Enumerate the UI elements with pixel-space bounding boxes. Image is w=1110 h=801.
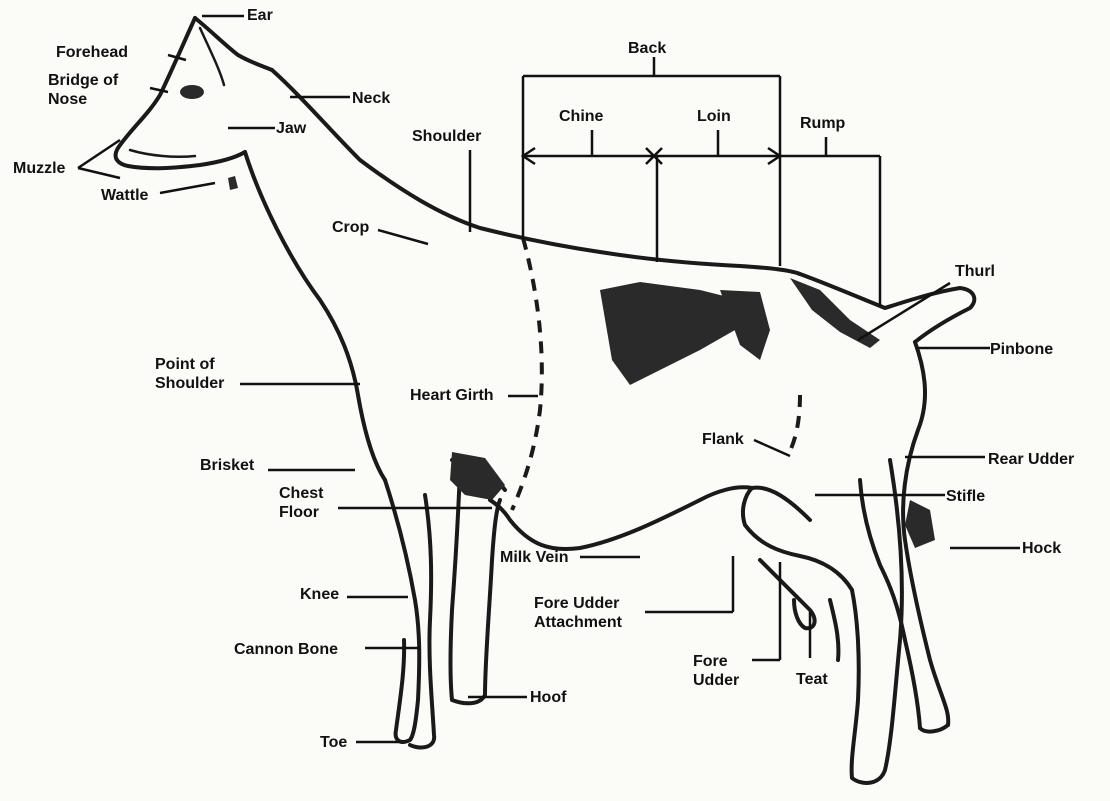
label-hock: Hock	[1022, 539, 1061, 558]
label-point-of-shoulder: Point of Shoulder	[155, 355, 247, 393]
label-chine: Chine	[559, 107, 603, 126]
label-cannon-bone: Cannon Bone	[234, 640, 338, 659]
heart-girth-line	[512, 238, 542, 510]
label-fore-udder-attachment: Fore Udder Attachment	[534, 594, 646, 632]
label-thurl: Thurl	[955, 262, 995, 281]
label-brisket: Brisket	[200, 456, 254, 475]
label-neck: Neck	[352, 89, 390, 108]
label-toe: Toe	[320, 733, 347, 752]
label-fore-udder: Fore Udder	[693, 652, 753, 690]
label-jaw: Jaw	[276, 119, 306, 138]
label-flank: Flank	[702, 430, 744, 449]
label-knee: Knee	[300, 585, 339, 604]
flank-line	[788, 395, 800, 455]
goat-outline	[116, 18, 975, 783]
goat-markings	[180, 85, 935, 548]
label-wattle: Wattle	[101, 186, 148, 205]
label-forehead: Forehead	[56, 43, 128, 62]
label-shoulder: Shoulder	[412, 127, 481, 146]
label-crop: Crop	[332, 218, 369, 237]
label-back: Back	[628, 39, 666, 58]
label-ear: Ear	[247, 6, 273, 25]
label-pinbone: Pinbone	[990, 340, 1053, 359]
label-muzzle: Muzzle	[13, 159, 65, 178]
label-loin: Loin	[697, 107, 731, 126]
label-bridge-of-nose: Bridge of Nose	[48, 71, 148, 109]
label-hoof: Hoof	[530, 688, 566, 707]
label-rear-udder: Rear Udder	[988, 450, 1074, 469]
label-heart-girth: Heart Girth	[410, 386, 494, 405]
label-rump: Rump	[800, 114, 845, 133]
label-chest-floor: Chest Floor	[279, 484, 339, 522]
label-milk-vein: Milk Vein	[500, 548, 568, 567]
label-teat: Teat	[796, 670, 828, 689]
label-stifle: Stifle	[946, 487, 985, 506]
